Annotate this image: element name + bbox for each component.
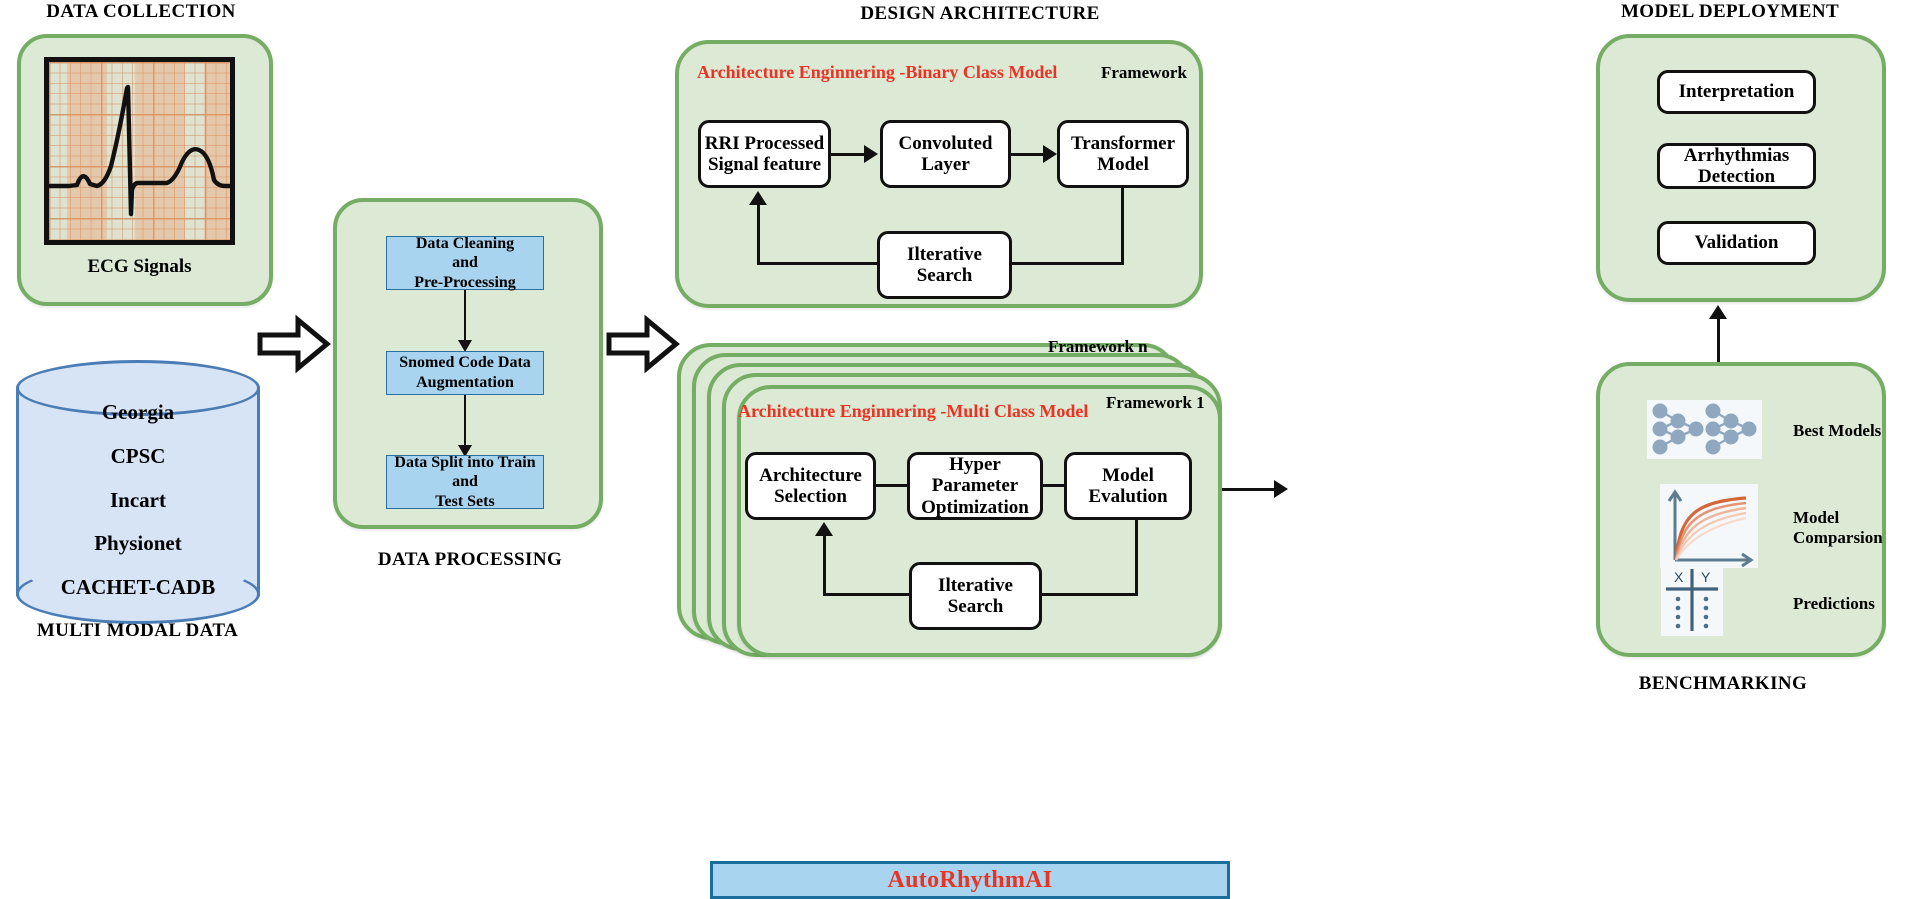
multi-modal-dataset-list: Georgia CPSC Incart Physionet CACHET-CAD… (16, 400, 260, 600)
multi-modal-cylinder-top (16, 360, 260, 416)
connector-cleaning-to-snomed (464, 290, 466, 343)
binary-framework-label: Framework (1101, 63, 1187, 82)
loop-multi-right-to-search (1040, 593, 1138, 596)
arrowhead-loop-to-rri (749, 191, 767, 205)
framework-n-label: Framework n (1048, 337, 1148, 356)
node-label: Hyper Parameter Optimization (921, 454, 1029, 518)
step-label: Snomed Code Data Augmentation (399, 354, 531, 391)
autorhythmai-banner: AutoRhythmAI (710, 861, 1230, 899)
node-label: Ilterative Search (907, 243, 982, 286)
step-label: Data Cleaning and Pre-Processing (414, 234, 516, 291)
arrowhead-to-transformer (1043, 145, 1057, 163)
arrowhead-to-benchmarking (1274, 480, 1288, 498)
node-hyper-parameter-optimization: Hyper Parameter Optimization (907, 452, 1043, 520)
arrowhead-to-snomed (458, 340, 472, 352)
loop-left-up (757, 205, 760, 265)
node-model-evalution: Model Evalution (1064, 452, 1192, 520)
caption-design-architecture: DESIGN ARCHITECTURE (860, 3, 1100, 24)
ecg-signal-image (44, 57, 235, 245)
connector-rri-to-conv (831, 153, 867, 156)
arrowhead-loop-to-selection (815, 522, 833, 536)
loop-transformer-down (1121, 188, 1124, 265)
arrowhead-to-split (458, 445, 472, 457)
deployment-item-interpretation: Interpretation (1657, 70, 1816, 114)
benchmark-label-model-comparsion: Model Comparsion (1793, 508, 1883, 548)
loop-right-to-search (1009, 262, 1124, 265)
multi-framework-title: Architecture Enginnering -Multi Class Mo… (738, 401, 1089, 421)
connector-conv-to-transformer (1011, 153, 1047, 156)
loop-search-to-left (757, 262, 880, 265)
dataset-item: Physionet (94, 531, 182, 556)
node-label: Convoluted Layer (898, 132, 993, 175)
benchmark-label-best-models: Best Models (1793, 421, 1882, 440)
benchmark-label-predictions: Predictions (1793, 594, 1875, 613)
dataset-item: CPSC (110, 443, 166, 468)
node-convoluted-layer: Convoluted Layer (880, 120, 1011, 188)
multi-modal-cylinder-body (16, 388, 260, 596)
deployment-label: Interpretation (1678, 81, 1795, 103)
node-architecture-selection: Architecture Selection (745, 452, 876, 520)
node-label: Architecture Selection (759, 464, 862, 507)
binary-framework-title: Architecture Enginnering -Binary Class M… (697, 62, 1058, 82)
node-ilterative-search-multi: Ilterative Search (909, 562, 1042, 630)
deployment-label: Arrhythmias Detection (1683, 144, 1790, 187)
ecg-signals-label: ECG Signals (87, 256, 192, 277)
step-data-cleaning: Data Cleaning and Pre-Processing (386, 234, 544, 291)
caption-multi-modal-data: MULTI MODAL DATA (36, 620, 239, 641)
multi-modal-cylinder-bottom (16, 564, 260, 624)
caption-data-collection: DATA COLLECTION (46, 1, 236, 22)
node-ilterative-search-binary: Ilterative Search (877, 231, 1012, 299)
caption-benchmarking: BENCHMARKING (1638, 673, 1808, 694)
node-rri-processed-signal: RRI Processed Signal feature (698, 120, 831, 188)
deployment-item-arrhythmias-detection: Arrhythmias Detection (1657, 143, 1816, 189)
deployment-item-validation: Validation (1657, 221, 1816, 265)
loop-evaluation-down (1135, 518, 1138, 596)
loop-multi-left-up (823, 536, 826, 596)
node-label: RRI Processed Signal feature (704, 132, 825, 175)
svg-text:X: X (1674, 569, 1684, 585)
svg-text:Y: Y (1701, 569, 1711, 585)
dataset-item: Incart (110, 487, 166, 512)
arrowhead-to-conv (864, 145, 878, 163)
deployment-label: Validation (1694, 232, 1779, 254)
neural-network-icon (1647, 400, 1762, 459)
step-label: Data Split into Train and Test Sets (394, 453, 536, 510)
arrowhead-to-deployment (1709, 305, 1727, 319)
dataset-item: Georgia (101, 400, 175, 424)
connector-benchmarking-to-deployment (1717, 318, 1720, 364)
node-transformer-model: Transformer Model (1057, 120, 1189, 188)
arrow-data-to-processing (256, 313, 331, 375)
node-label: Model Evalution (1088, 464, 1168, 507)
roc-curve-icon (1660, 484, 1758, 568)
connector-multi-to-benchmarking (1222, 488, 1278, 491)
framework-1-label: Framework 1 (1106, 393, 1205, 412)
connector-snomed-to-split (464, 395, 466, 448)
arrow-processing-to-architecture (605, 313, 680, 375)
banner-label: AutoRhythmAI (887, 866, 1053, 893)
step-snomed-augmentation: Snomed Code Data Augmentation (386, 351, 544, 395)
xy-table-icon: X Y (1661, 565, 1723, 636)
dataset-item: CACHET-CADB (60, 575, 216, 599)
step-data-split: Data Split into Train and Test Sets (386, 453, 544, 510)
connector-selection-to-hpo (874, 484, 910, 487)
connector-hpo-to-evaluation (1041, 484, 1067, 487)
loop-multi-search-to-left (823, 593, 912, 596)
node-label: Transformer Model (1070, 132, 1176, 175)
caption-model-deployment: MODEL DEPLOYMENT (1620, 1, 1840, 22)
caption-data-processing: DATA PROCESSING (377, 549, 563, 570)
node-label: Ilterative Search (938, 574, 1013, 617)
